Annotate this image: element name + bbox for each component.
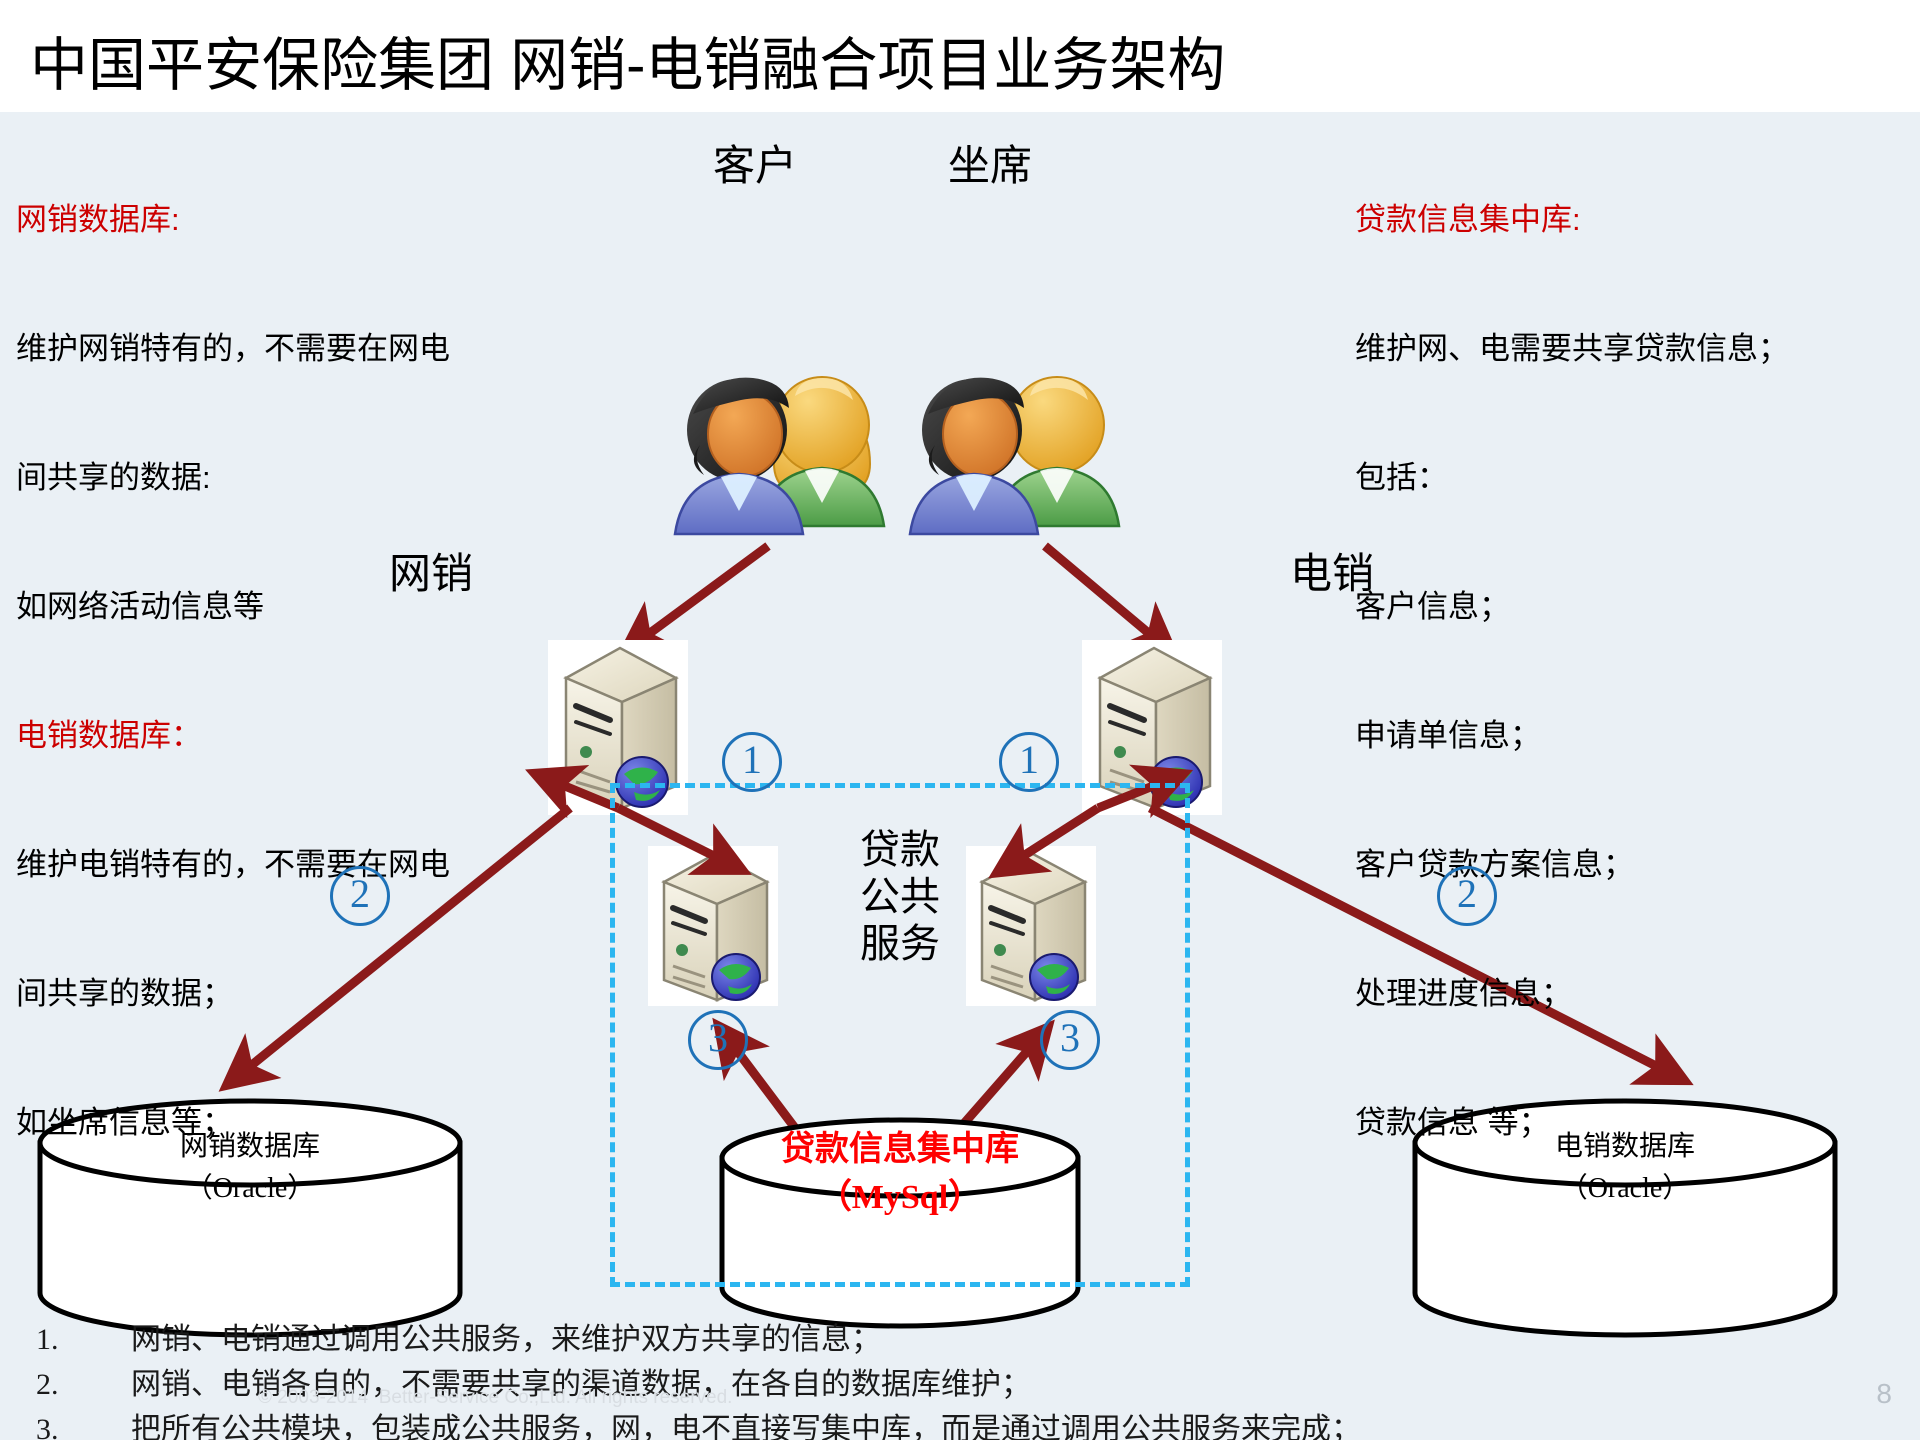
footnote-number: 1.	[36, 1323, 59, 1356]
note-right-line-4: 申请单信息；	[1355, 718, 1541, 753]
title-bar: 中国平安保险集团 网销-电销融合项目业务架构	[0, 0, 1920, 112]
database-tele-sales-label: 电销数据库 （Oracle）	[1415, 1126, 1835, 1204]
label-customer: 客户	[713, 142, 798, 189]
database-central-name: 贷款信息集中库	[781, 1131, 1019, 1168]
note-right-line-3: 客户信息；	[1355, 589, 1510, 624]
database-central-label: 贷款信息集中库 （MySql）	[722, 1126, 1078, 1216]
footnote-item: 1. 网销、电销通过调用公共服务，来维护双方共享的信息；	[36, 1317, 1876, 1362]
label-tele-sales: 电销	[1290, 550, 1375, 597]
step-badge-1-left: 1	[722, 732, 782, 792]
footnote-number: 2.	[36, 1368, 59, 1401]
page-title: 中国平安保险集团 网销-电销融合项目业务架构	[30, 33, 1226, 98]
step-badge-2-right: 2	[1437, 866, 1497, 926]
note-left-web-line-1: 维护网销特有的，不需要在网电	[16, 331, 450, 366]
footnote-text: 把所有公共模块，包装成公共服务，网，电不直接写集中库，而是通过调用公共服务来完成…	[131, 1413, 1361, 1440]
footnote-text: 网销、电销通过调用公共服务，来维护双方共享的信息；	[131, 1323, 881, 1356]
page-number: 8	[1876, 1378, 1892, 1409]
step-badge-3-right: 3	[1040, 1010, 1100, 1070]
note-left-web-line-3: 如网络活动信息等	[16, 589, 264, 624]
diagram-canvas: 网销数据库: 维护网销特有的，不需要在网电 间共享的数据: 如网络活动信息等 电…	[0, 112, 1920, 1440]
note-left-heading-tele: 电销数据库：	[16, 718, 202, 753]
note-left-heading-web: 网销数据库:	[16, 202, 180, 237]
footnotes-list: 1. 网销、电销通过调用公共服务，来维护双方共享的信息； 2. 网销、电销各自的…	[36, 1317, 1876, 1440]
note-left-databases: 网销数据库: 维护网销特有的，不需要在网电 间共享的数据: 如网络活动信息等 电…	[16, 112, 450, 1230]
label-web-sales: 网销	[389, 550, 474, 597]
footnote-text: 网销、电销各自的，不需要共享的渠道数据，在各自的数据库维护；	[131, 1368, 1031, 1401]
step-badge-3-left: 3	[688, 1010, 748, 1070]
footnote-item: 3. 把所有公共模块，包装成公共服务，网，电不直接写集中库，而是通过调用公共服务…	[36, 1407, 1876, 1440]
arrow-customer-to-web	[615, 542, 771, 659]
arrow-agent-to-tele	[1042, 542, 1181, 661]
database-tele-sales-name: 电销数据库	[1554, 1131, 1695, 1162]
note-left-tele-line-2: 间共享的数据；	[16, 976, 233, 1011]
note-right-line-7: 贷款信息 等；	[1355, 1105, 1550, 1140]
footnote-number: 3.	[36, 1413, 59, 1440]
label-agent: 坐席	[948, 142, 1033, 189]
label-common-service: 贷款 公共 服务	[860, 828, 940, 966]
note-right-central-db: 贷款信息集中库: 维护网、电需要共享贷款信息； 包括： 客户信息； 申请单信息；…	[1355, 112, 1789, 1230]
step-badge-1-right: 1	[999, 732, 1059, 792]
customer-icon	[673, 376, 886, 536]
database-web-sales-engine: （Oracle）	[184, 1173, 316, 1204]
agent-icon	[908, 376, 1121, 536]
note-right-line-6: 处理进度信息；	[1355, 976, 1572, 1011]
database-web-sales-name: 网销数据库	[179, 1131, 320, 1162]
database-tele-sales-engine: （Oracle）	[1559, 1173, 1691, 1204]
note-left-tele-line-3: 如坐席信息等；	[16, 1105, 233, 1140]
note-right-line-2: 包括：	[1355, 460, 1448, 495]
note-right-line-1: 维护网、电需要共享贷款信息；	[1355, 331, 1789, 366]
note-left-web-line-2: 间共享的数据:	[16, 460, 211, 495]
copyright-notice: © 2003-2014 Better-Service Co.,Ltd. All …	[258, 1387, 733, 1408]
database-web-sales-label: 网销数据库 （Oracle）	[40, 1126, 460, 1204]
step-badge-2-left: 2	[330, 866, 390, 926]
note-right-line-5: 客户贷款方案信息；	[1355, 847, 1634, 882]
note-right-heading: 贷款信息集中库:	[1355, 202, 1581, 237]
footnote-item: 2. 网销、电销各自的，不需要共享的渠道数据，在各自的数据库维护；	[36, 1362, 1876, 1407]
common-service-boundary	[610, 783, 1190, 1287]
database-central-engine: （MySql）	[817, 1179, 983, 1216]
